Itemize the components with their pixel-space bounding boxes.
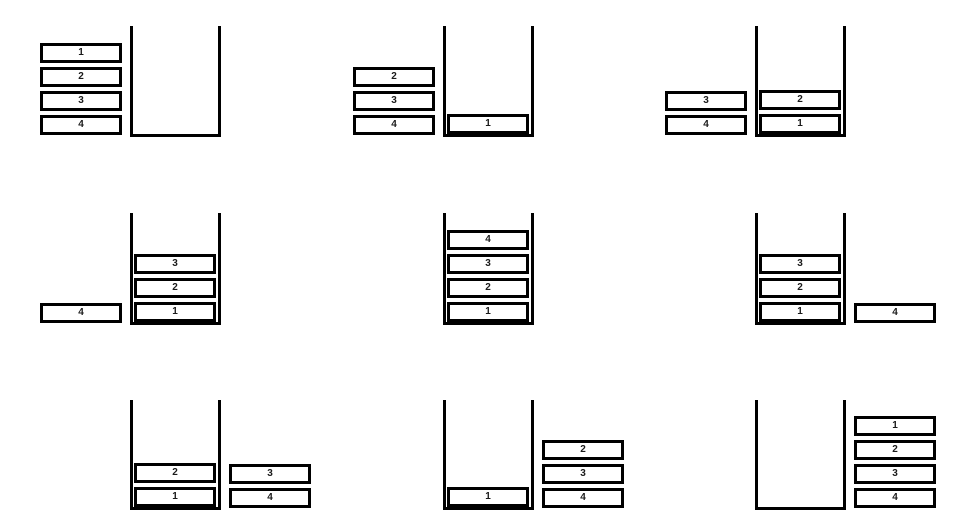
block-4: 4: [40, 115, 122, 135]
block-3: 3: [542, 464, 624, 484]
block-3: 3: [665, 91, 747, 111]
block-4: 4: [229, 488, 311, 508]
stack-container: [443, 213, 534, 325]
block-1: 1: [134, 487, 216, 507]
block-4: 4: [542, 488, 624, 508]
block-3: 3: [40, 91, 122, 111]
block-2: 2: [447, 278, 529, 298]
block-4: 4: [854, 303, 936, 323]
block-4: 4: [40, 303, 122, 323]
stack-container: [755, 213, 846, 325]
block-3: 3: [447, 254, 529, 274]
block-3: 3: [353, 91, 435, 111]
stack-container: [755, 400, 846, 510]
block-4: 4: [353, 115, 435, 135]
block-2: 2: [759, 278, 841, 298]
block-3: 3: [759, 254, 841, 274]
block-2: 2: [759, 90, 841, 110]
block-1: 1: [447, 302, 529, 322]
block-3: 3: [134, 254, 216, 274]
block-2: 2: [542, 440, 624, 460]
block-1: 1: [759, 114, 841, 134]
block-1: 1: [759, 302, 841, 322]
block-1: 1: [134, 302, 216, 322]
block-2: 2: [353, 67, 435, 87]
block-3: 3: [229, 464, 311, 484]
block-1: 1: [447, 114, 529, 134]
block-2: 2: [134, 278, 216, 298]
stack-container: [443, 400, 534, 510]
stack-container: [755, 26, 846, 137]
block-1: 1: [854, 416, 936, 436]
block-2: 2: [134, 463, 216, 483]
block-2: 2: [40, 67, 122, 87]
stack-container: [130, 213, 221, 325]
block-4: 4: [665, 115, 747, 135]
block-1: 1: [447, 487, 529, 507]
block-1: 1: [40, 43, 122, 63]
block-4: 4: [447, 230, 529, 250]
block-4: 4: [854, 488, 936, 508]
stack-container: [443, 26, 534, 137]
block-2: 2: [854, 440, 936, 460]
stack-container: [130, 400, 221, 510]
block-3: 3: [854, 464, 936, 484]
stack-container: [130, 26, 221, 137]
